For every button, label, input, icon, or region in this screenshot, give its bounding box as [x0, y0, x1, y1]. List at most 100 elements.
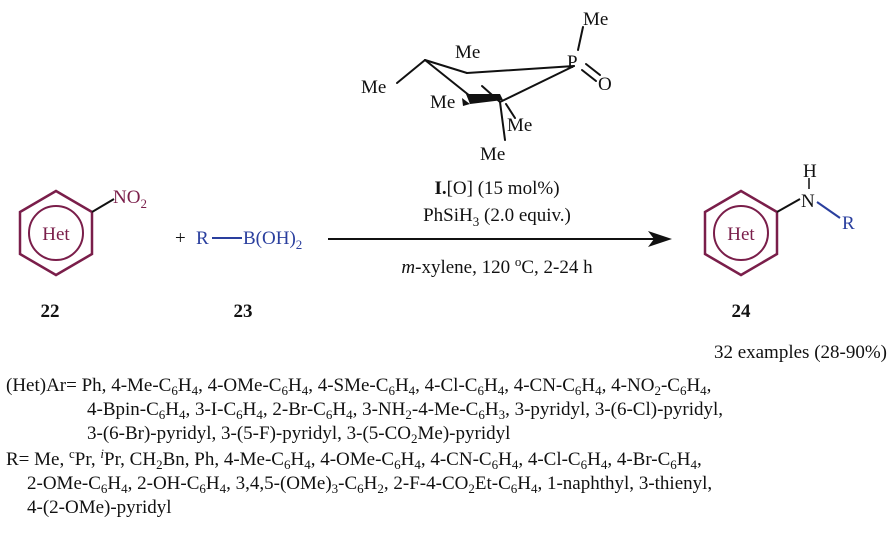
- r-line2-items: 2-OMe-C6H4, 2-OH-C6H4, 3,4,5-(OMe)3-C6H2…: [27, 473, 713, 496]
- compound-number-23: 23: [234, 301, 253, 322]
- scope-item: 4-OMe-C6H4,: [320, 449, 426, 472]
- nitro-group: NO2: [113, 187, 147, 211]
- nitro-sub: 2: [140, 196, 147, 211]
- cat-me-left: Me: [361, 77, 386, 98]
- nitro-text: NO: [113, 187, 140, 208]
- scope-item: 3-thienyl,: [638, 473, 713, 494]
- scope-item: 2-Br-C6H4,: [272, 399, 358, 422]
- cat-me-mid: Me: [455, 42, 480, 63]
- product-24-structure: [703, 178, 841, 277]
- het-scope-line-3: 3-(6-Br)-pyridyl, 3-(5-F)-pyridyl, 3-(5-…: [6, 422, 723, 446]
- scope-item: Ph,: [194, 449, 220, 470]
- boronic-text: B(OH): [243, 228, 296, 249]
- scope-item: iPr,: [100, 446, 125, 470]
- solvent-text: -xylene, 120: [415, 257, 515, 278]
- compound-number-24: 24: [732, 301, 752, 322]
- bond-c-n: [776, 198, 801, 213]
- reaction-arrow-head: [648, 231, 672, 247]
- het-label-24: Het: [727, 224, 755, 245]
- bond-back-2: [466, 65, 575, 74]
- condition-catalyst: I.[O] (15 mol%): [434, 178, 559, 199]
- cat-oxygen: O: [598, 74, 612, 95]
- amine-hydrogen: H: [803, 161, 817, 182]
- bond-back-1: [424, 59, 468, 74]
- examples-summary: 32 examples (28-90%): [713, 342, 887, 363]
- scope-item: 3-(5-F)-pyridyl,: [221, 423, 342, 444]
- compound-number-22: 22: [41, 301, 60, 322]
- temp-degree: o: [515, 254, 522, 269]
- bond-me-right: [505, 103, 516, 119]
- scope-item: cPr,: [68, 446, 96, 470]
- scope-item: 4-Bpin-C6H4,: [87, 399, 191, 422]
- temp-time: C, 2-24 h: [521, 257, 593, 278]
- catalyst-loading: [O] (15 mol%): [447, 178, 560, 199]
- wedge-front: [466, 94, 503, 104]
- scope-item: 4-CN-C6H4,: [430, 449, 524, 472]
- bond-n-r: [816, 201, 841, 219]
- scope-item: 3-I-C6H4,: [195, 399, 268, 422]
- het-ring-circle: [28, 205, 84, 261]
- reactant-22-structure: [18, 189, 115, 277]
- scope-item: Ph,: [81, 375, 107, 396]
- scope-item: 4-NO2-C6H4,: [611, 375, 712, 398]
- r-scope-line-1: R= Me, cPr, iPr, CH2Bn, Ph, 4-Me-C6H4, 4…: [6, 446, 712, 472]
- bond-right-ring: [499, 65, 575, 103]
- catalyst-bold: I.: [434, 178, 446, 199]
- scope-item: Me,: [34, 449, 65, 470]
- het-ring-product-circle: [713, 205, 769, 261]
- het-line2-items: 4-Bpin-C6H4, 3-I-C6H4, 2-Br-C6H4, 3-NH2-…: [87, 399, 724, 422]
- bond-me-left: [396, 59, 426, 84]
- scope-item: 3-(5-CO2Me)-pyridyl: [346, 423, 511, 446]
- scope-item: 1-naphthyl,: [546, 473, 635, 494]
- het-label-22: Het: [42, 224, 70, 245]
- scope-item: 3-(6-Cl)-pyridyl,: [594, 399, 724, 420]
- scope-item: 3,4,5-(OMe)3-C6H2,: [235, 473, 389, 496]
- solvent-italic: m: [401, 257, 415, 278]
- het-scope-label: (Het)Ar=: [6, 375, 77, 396]
- boronic-acid-group: B(OH)2: [243, 228, 302, 252]
- r-line3-items: 4-(2-OMe)-pyridyl: [27, 497, 172, 518]
- scope-item: 4-Me-C6H4,: [111, 375, 203, 398]
- het-scope: (Het)Ar= Ph, 4-Me-C6H4, 4-OMe-C6H4, 4-SM…: [6, 374, 723, 446]
- bond-p-me: [577, 26, 584, 51]
- het-scope-line-2: 4-Bpin-C6H4, 3-I-C6H4, 2-Br-C6H4, 3-NH2-…: [6, 398, 723, 422]
- cat-me-front: Me: [430, 92, 455, 113]
- scope-item: 4-SMe-C6H4,: [317, 375, 420, 398]
- r-scope-label: R=: [6, 449, 30, 470]
- scope-item: 2-OH-C6H4,: [137, 473, 231, 496]
- cat-phosphorus: P: [567, 52, 578, 73]
- r-scope: R= Me, cPr, iPr, CH2Bn, Ph, 4-Me-C6H4, 4…: [6, 446, 712, 520]
- r-line1-items: Me, cPr, iPr, CH2Bn, Ph, 4-Me-C6H4, 4-OM…: [34, 446, 702, 472]
- scope-item: 4-OMe-C6H4,: [207, 375, 313, 398]
- het-scope-line-1: (Het)Ar= Ph, 4-Me-C6H4, 4-OMe-C6H4, 4-SM…: [6, 374, 723, 398]
- scope-item: 3-(6-Br)-pyridyl,: [87, 423, 217, 444]
- bond-left-ring: [424, 59, 471, 97]
- r-scope-line-3: 4-(2-OMe)-pyridyl: [6, 496, 712, 520]
- scope-item: 2-F-4-CO2Et-C6H4,: [393, 473, 543, 496]
- condition-reductant: PhSiH3 (2.0 equiv.): [423, 205, 571, 229]
- het-line3-items: 3-(6-Br)-pyridyl, 3-(5-F)-pyridyl, 3-(5-…: [87, 423, 511, 446]
- bond-p-o-1: [585, 63, 601, 76]
- scope-item: 4-Cl-C6H4,: [527, 449, 613, 472]
- reductant-text: PhSiH: [423, 205, 473, 226]
- r-group-23: R: [196, 228, 209, 249]
- het-line1-items: Ph, 4-Me-C6H4, 4-OMe-C6H4, 4-SMe-C6H4, 4…: [81, 375, 712, 398]
- r-group-24: R: [842, 213, 855, 234]
- reductant-sub: 3: [473, 214, 480, 229]
- wedge-me-front: [462, 98, 470, 106]
- cat-me-top: Me: [583, 9, 608, 30]
- bond-p-o-2: [581, 69, 597, 82]
- boronic-sub: 2: [296, 237, 303, 252]
- scope-item: CH2Bn,: [129, 449, 190, 472]
- scope-item: 4-Me-C6H4,: [223, 449, 316, 472]
- scope-item: 3-pyridyl,: [514, 399, 591, 420]
- scope-item: 3-NH2-4-Me-C6H3,: [362, 399, 510, 422]
- cat-me-right: Me: [507, 115, 532, 136]
- bond-me-bottom: [499, 101, 506, 141]
- cat-me-bottom: Me: [480, 144, 505, 165]
- r-scope-line-2: 2-OMe-C6H4, 2-OH-C6H4, 3,4,5-(OMe)3-C6H2…: [6, 472, 712, 496]
- scope-item: 2-OMe-C6H4,: [27, 473, 133, 496]
- scope-item: 4-CN-C6H4,: [513, 375, 607, 398]
- condition-solvent: m-xylene, 120 oC, 2-24 h: [401, 254, 593, 278]
